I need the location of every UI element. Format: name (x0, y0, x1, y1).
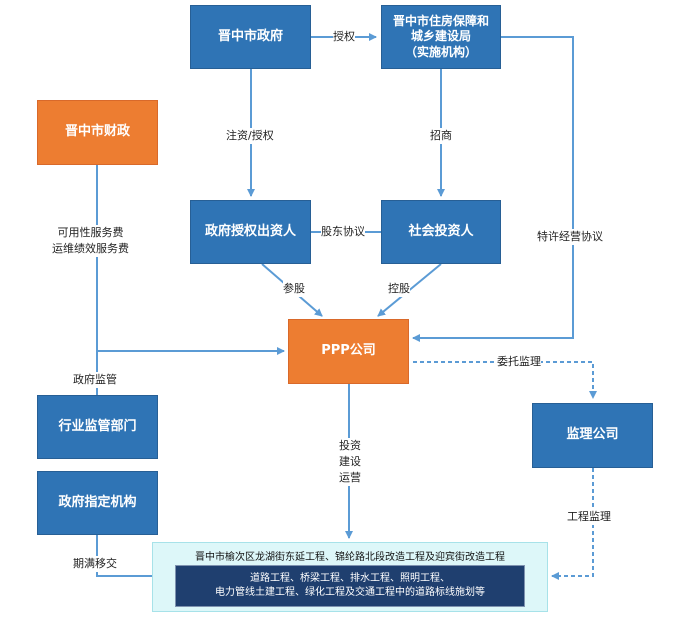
finance-label: 晋中市财政 (64, 124, 130, 140)
social-investor-label: 社会投资人 (408, 223, 474, 239)
label-attract-investment: 招商 (430, 128, 452, 144)
supervision-company-node: 监理公司 (532, 403, 653, 468)
city-government-node: 晋中市政府 (190, 5, 311, 69)
label-build-operate: 投资 建设 运营 (339, 438, 361, 486)
project-title: 晋中市榆次区龙湖街东延工程、锦纶路北段改造工程及迎宾街改造工程 (195, 552, 505, 563)
label-authorize: 授权 (333, 29, 355, 45)
label-invest-authorize: 注资/授权 (226, 128, 274, 144)
label-build: 建设 (339, 454, 361, 468)
project-scope: 道路工程、桥梁工程、排水工程、照明工程、 电力管线土建工程、绿化工程及交通工程中… (175, 565, 525, 607)
industry-regulator-node: 行业监管部门 (37, 395, 158, 459)
housing-bureau-node: 晋中市住房保障和 城乡建设局 （实施机构） (381, 5, 501, 69)
project-box: 晋中市榆次区龙湖街东延工程、锦纶路北段改造工程及迎宾街改造工程 道路工程、桥梁工… (152, 542, 548, 612)
label-franchise-agreement: 特许经营协议 (537, 229, 603, 245)
label-transfer-on-expiry: 期满移交 (73, 556, 117, 572)
gov-designated-node: 政府指定机构 (37, 471, 158, 535)
label-fees: 可用性服务费 运维绩效服务费 (52, 225, 129, 257)
label-shareholder-agreement: 股东协议 (321, 224, 365, 240)
gov-designated-label: 政府指定机构 (58, 494, 137, 510)
edge-engineering-supervision (551, 468, 594, 580)
supervision-company-label: 监理公司 (566, 427, 619, 443)
edge-franchise-agreement (412, 36, 574, 342)
housing-bureau-line-2: 城乡建设局 (410, 29, 471, 44)
label-fee-performance: 运维绩效服务费 (52, 241, 129, 255)
housing-bureau-line-1: 晋中市住房保障和 (392, 13, 489, 28)
label-holding-control: 控股 (388, 281, 410, 297)
gov-investor-label: 政府授权出资人 (204, 223, 296, 239)
project-scope-line-2: 电力管线土建工程、绿化工程及交通工程中的道路标线施划等 (215, 587, 485, 598)
ppp-company-label: PPP公司 (321, 343, 376, 359)
label-equity-participation: 参股 (283, 281, 305, 297)
label-invest: 投资 (339, 439, 361, 452)
industry-regulator-label: 行业监管部门 (58, 418, 137, 434)
label-operate: 运营 (339, 470, 361, 484)
city-government-label: 晋中市政府 (217, 28, 283, 44)
label-gov-supervision: 政府监管 (73, 372, 117, 388)
label-fee-availability: 可用性服务费 (57, 226, 124, 239)
project-scope-line-1: 道路工程、桥梁工程、排水工程、照明工程、 (250, 572, 450, 584)
label-engineering-supervision: 工程监理 (567, 509, 611, 525)
label-entrusted-supervision: 委托监理 (497, 354, 541, 370)
social-investor-node: 社会投资人 (381, 200, 501, 264)
edge-entrusted-supervision (413, 361, 597, 399)
gov-investor-node: 政府授权出资人 (190, 200, 311, 264)
finance-node: 晋中市财政 (37, 100, 158, 165)
housing-bureau-line-3: （实施机构） (404, 44, 477, 59)
ppp-company-node: PPP公司 (288, 319, 409, 384)
